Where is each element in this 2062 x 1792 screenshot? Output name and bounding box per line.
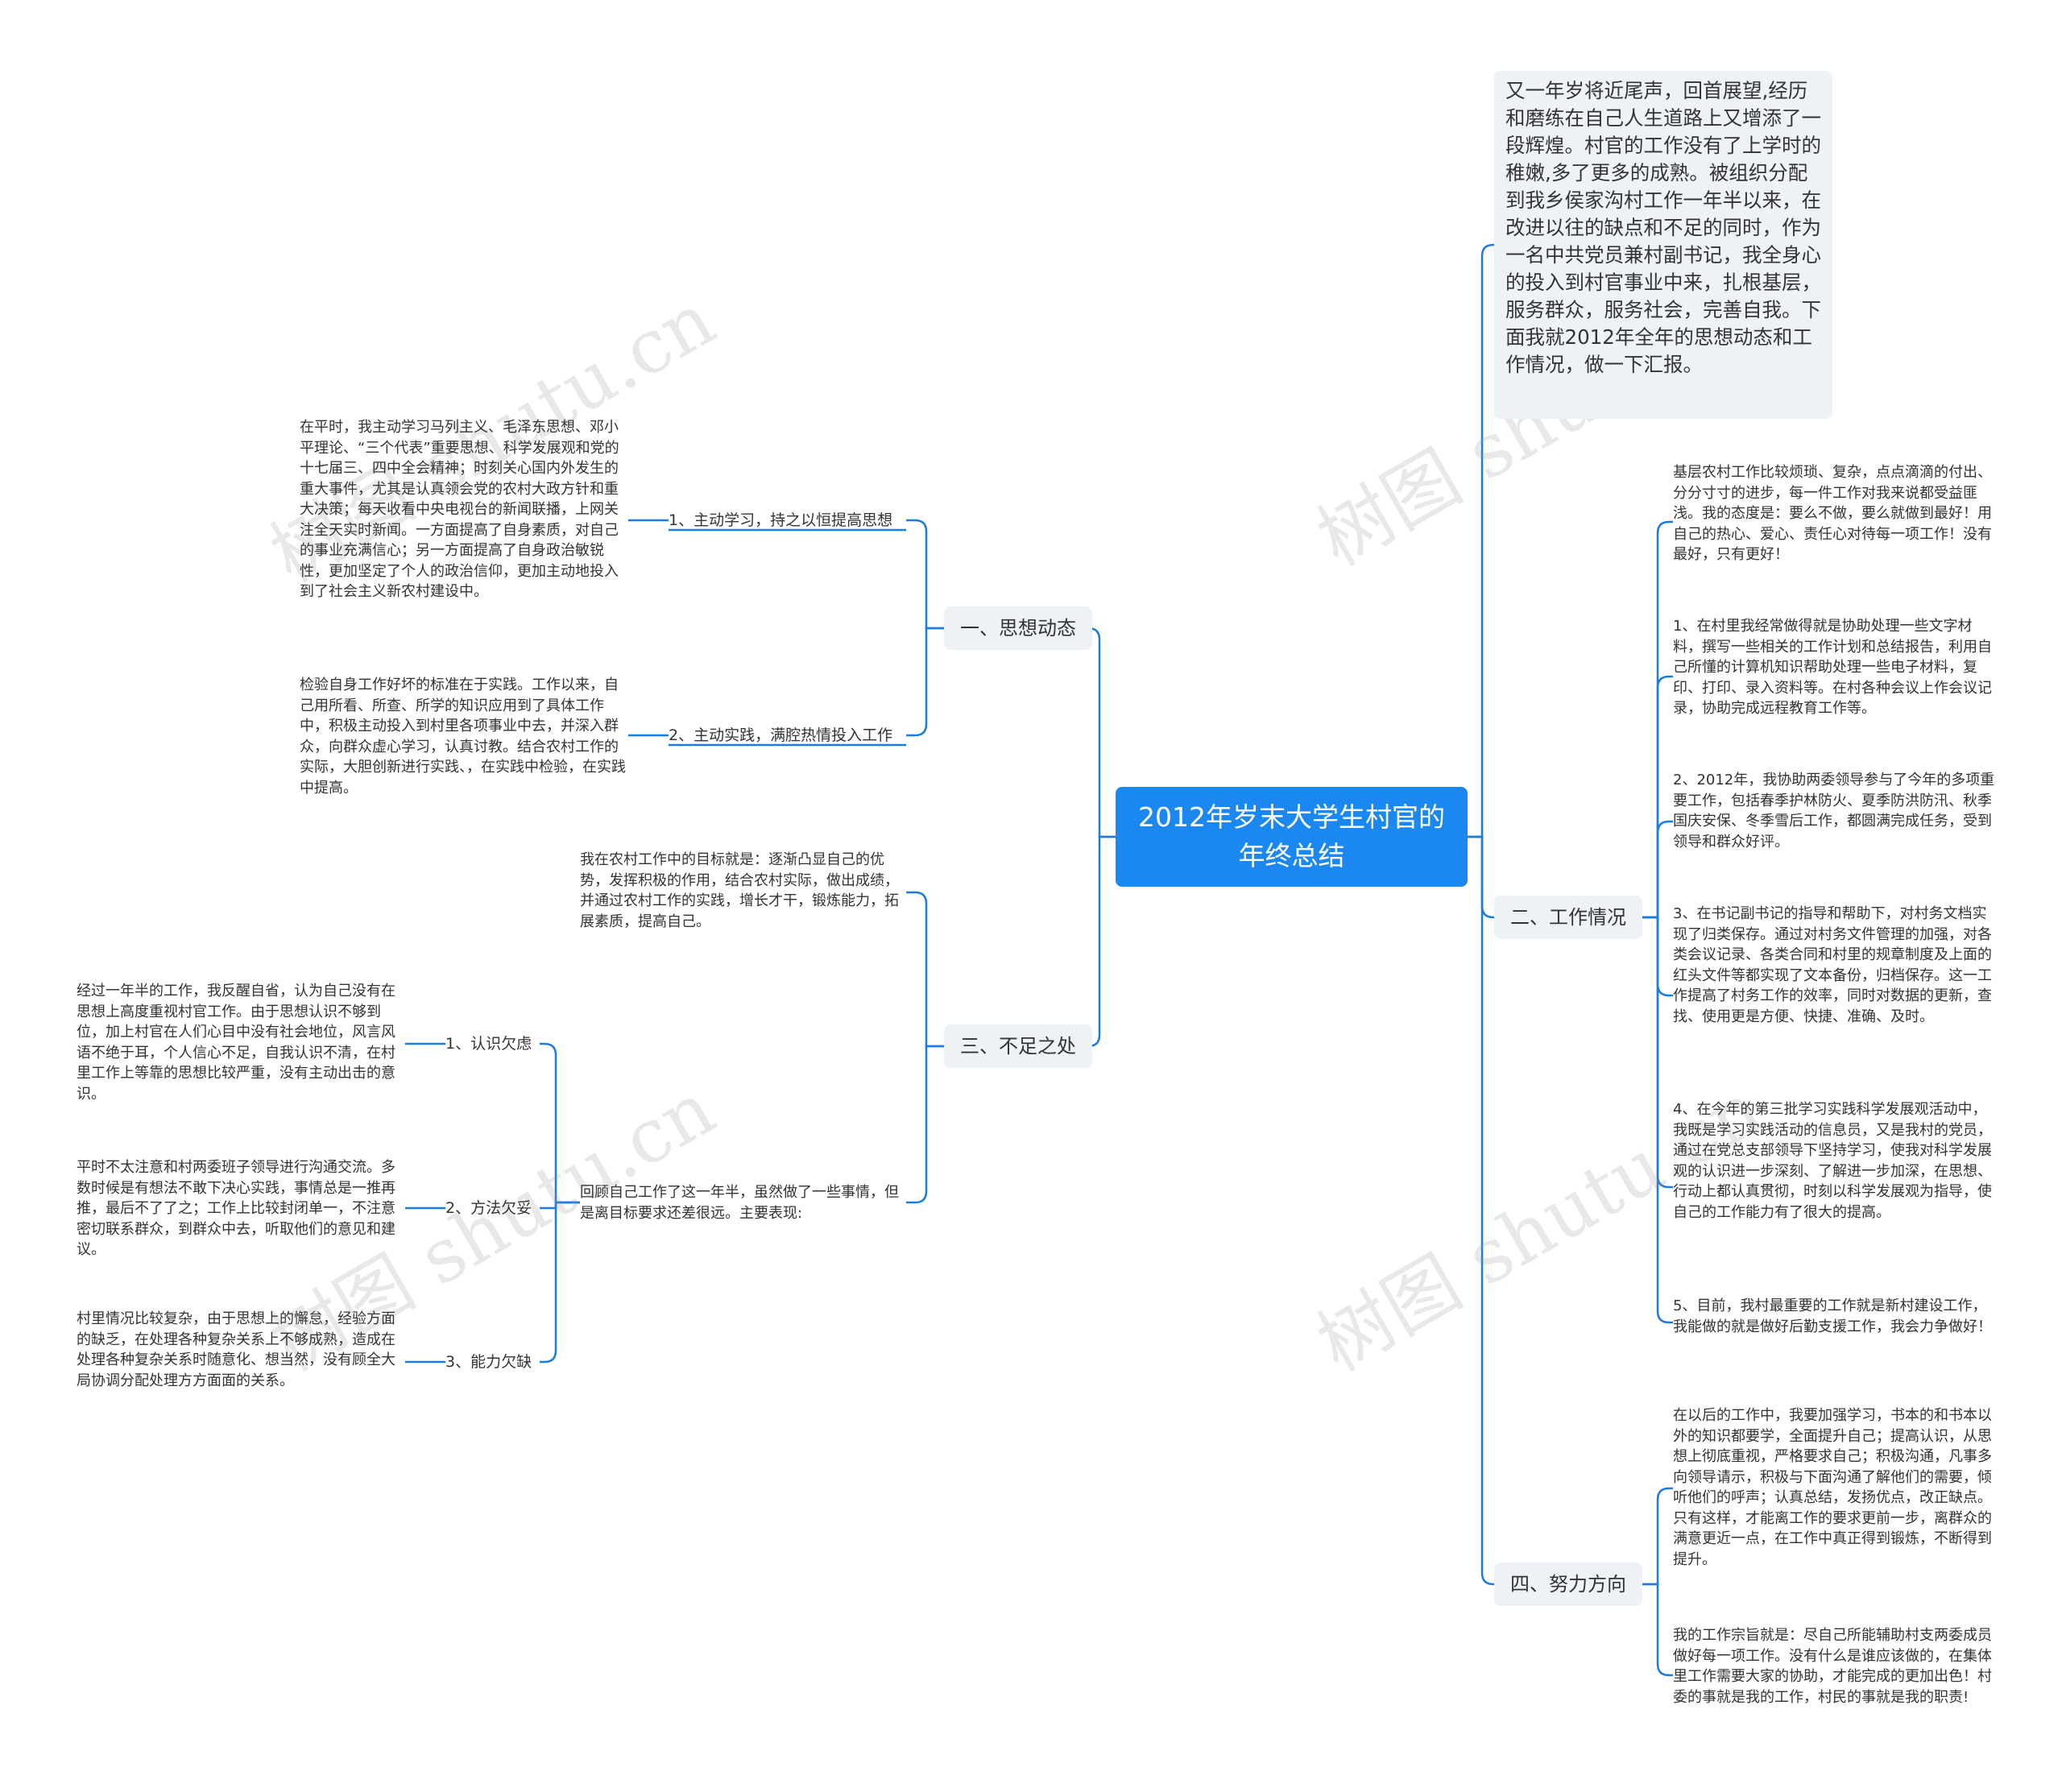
shortage-review-text[interactable]: 回顾自己工作了这一年半，虽然做了一些事情，但是离目标要求还差很远。主要表现: (580, 1184, 899, 1222)
shortage-goal-text[interactable]: 我在农村工作中的目标就是：逐渐凸显自己的优势，发挥积极的作用，结合农村实际，做出… (580, 851, 899, 930)
connector-line (906, 1045, 944, 1204)
connector-line (540, 1042, 580, 1204)
work-item-3[interactable]: 3、在书记副书记的指导和帮助下，对村务文档实现了归类保存。通过对村务文件管理的加… (1673, 905, 1992, 1025)
branch-work[interactable]: 二、工作情况 (1494, 896, 1642, 939)
work-item-1[interactable]: 1、在村里我经常做得就是协助处理一些文字材料，撰写一些相关的工作计划和总结报告，… (1673, 618, 1992, 717)
effort-item-1[interactable]: 我的工作宗旨就是：尽自己所能辅助村支两委成员做好每一项工作。没有什么是谁应该做的… (1673, 1627, 1992, 1706)
branch-effort[interactable]: 四、努力方向 (1494, 1562, 1642, 1606)
work-item-4[interactable]: 4、在今年的第三批学习实践科学发展观活动中，我既是学习实践活动的信息员，又是我村… (1673, 1101, 1992, 1221)
work-item-2[interactable]: 2、2012年，我协助两委领导参与了今年的多项重要工作，包括春季护林防火、夏季防… (1673, 772, 1995, 850)
root-topic[interactable]: 2012年岁末大学生村官的年终总结 (1116, 787, 1468, 887)
effort-item-0[interactable]: 在以后的工作中，我要加强学习，书本的和书本以外的知识都要学，全面提升自己；提高认… (1673, 1407, 1992, 1568)
thought-item-1-text[interactable]: 在平时，我主动学习马列主义、毛泽东思想、邓小平理论、“三个代表”重要思想、科学发… (300, 419, 619, 600)
shortage-item-1-text[interactable]: 经过一年半的工作，我反醒自省，认为自己没有在思想上高度重视村官工作。由于思想认识… (77, 983, 395, 1103)
connector-line (1642, 1583, 1673, 1677)
connector-line (1468, 835, 1494, 919)
connector-line (906, 627, 944, 737)
work-item-5[interactable]: 5、目前，我村最重要的工作就是新村建设工作，我能做的就是做好后勤支援工作，我会力… (1673, 1297, 1992, 1335)
connector-line (906, 891, 944, 1048)
branch-shortage[interactable]: 三、不足之处 (944, 1024, 1092, 1068)
shortage-item-1-label[interactable]: 1、认识欠虑 (445, 1035, 532, 1053)
shortage-item-3-text[interactable]: 村里情况比较复杂，由于思想上的懈怠，经验方面的缺乏，在处理各种复杂关系上不够成熟… (77, 1310, 395, 1389)
intro-text[interactable]: 又一年岁将近尾声，回首展望,经历和磨练在自己人生道路上又增添了一段辉煌。村官的工… (1494, 71, 1832, 419)
branch-thought[interactable]: 一、思想动态 (944, 606, 1092, 650)
connector-line (906, 519, 944, 630)
connector-line (1642, 1487, 1673, 1586)
work-item-0[interactable]: 基层农村工作比较烦琐、复杂，点点滴滴的付出、分分寸寸的进步，每一件工作对我来说都… (1673, 464, 1992, 563)
connector-line (1642, 520, 1673, 919)
connector-line (1087, 835, 1116, 1048)
connector-line (1642, 675, 1673, 919)
thought-item-2-text[interactable]: 检验自身工作好坏的标准在于实践。工作以来，自己用所看、所查、所学的知识应用到了具… (300, 677, 626, 797)
connector-line (1642, 916, 1673, 1324)
thought-item-1-label[interactable]: 1、主动学习，持之以恒提高思想 (669, 511, 893, 529)
thought-item-2-label[interactable]: 2、主动实践，满腔热情投入工作 (669, 726, 893, 744)
connector-line (1087, 627, 1116, 838)
shortage-item-2-label[interactable]: 2、方法欠妥 (445, 1199, 532, 1217)
connector-line (1468, 243, 1494, 838)
shortage-item-2-text[interactable]: 平时不太注意和村两委班子领导进行沟通交流。多数时候是有想法不敢下决心实践，事情总… (77, 1159, 395, 1258)
connector-line (1642, 820, 1673, 919)
connector-line (540, 1201, 580, 1364)
connector-line (1468, 835, 1494, 1586)
shortage-item-3-label[interactable]: 3、能力欠缺 (445, 1353, 532, 1371)
